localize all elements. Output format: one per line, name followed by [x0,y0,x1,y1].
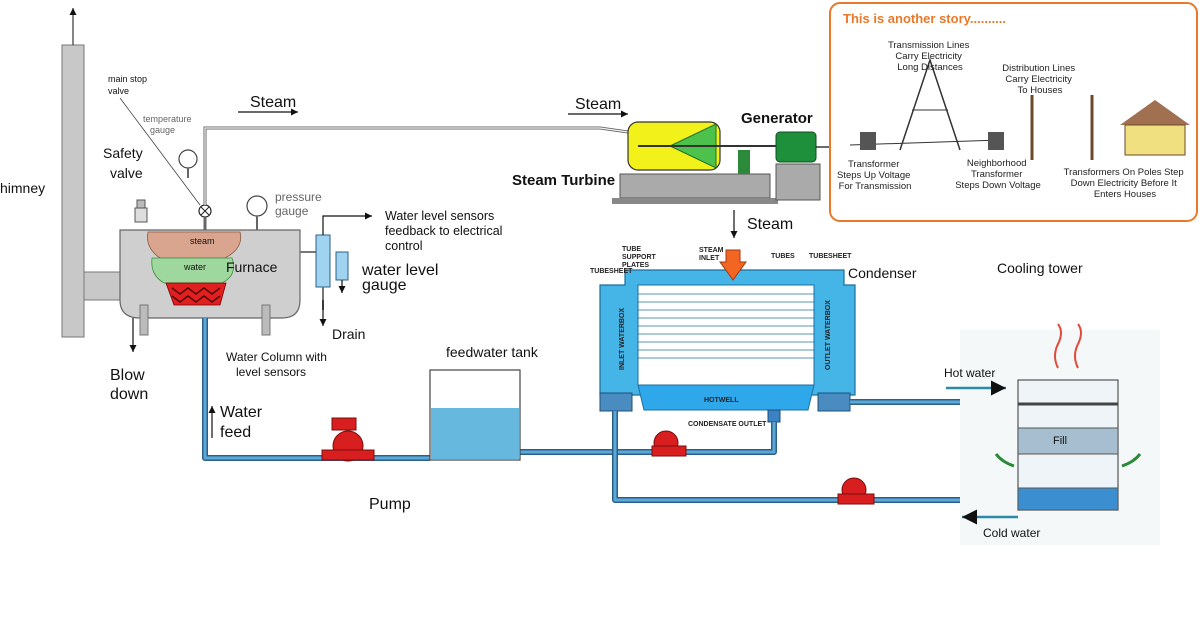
steam-turbine-label: Steam Turbine [512,172,615,189]
water-level-sensors-label: Water level sensors feedback to electric… [385,209,506,253]
steam-label-1: Steam [250,94,296,111]
steam-pipe [203,126,636,205]
hotwell-label: HOTWELL [704,397,739,404]
house-icon [1124,124,1186,156]
tubesheet-left-label: TUBESHEET [590,268,633,275]
water-feed-label: Water feed [220,404,267,441]
water-column [300,212,372,326]
temperature-gauge-icon [178,149,198,169]
cooling-tower [960,323,1160,545]
water-level-gauge-label: water level gauge [361,262,443,294]
chimney-label: himney [0,180,45,196]
generator-label: Generator [741,110,813,127]
temperature-gauge-label: temperature gauge [143,114,194,135]
steam-label-3: Steam [747,216,793,233]
tubesheet-right-label: TUBESHEET [809,253,852,260]
safety-valve-label: Safety valve [103,145,147,181]
step-up-transformer-label: Transformer Steps Up Voltage For Transmi… [837,159,913,192]
water-zone-label: water [183,262,206,272]
feedwater-pump [321,417,375,462]
main-stop-valve-label: main stop valve [108,74,150,96]
condenser-label: Condenser [848,265,917,281]
chimney [61,8,85,338]
drain-label: Drain [332,326,365,342]
hot-water-label: Hot water [944,366,995,380]
neighborhood-transformer-icon [988,132,1004,150]
boiler [83,149,301,352]
steam-inlet-label: STEAM INLET [699,247,725,262]
story-title: This is another story.......... [843,11,1006,26]
furnace-label: Furnace [226,259,278,275]
fill-section [1017,427,1119,455]
blow-down-label: Blow down [110,367,149,403]
condensate-outlet-label: CONDENSATE OUTLET [688,421,767,428]
pump-label: Pump [369,496,411,513]
cooling-tower-label: Cooling tower [997,260,1083,276]
tubes-label: TUBES [771,253,795,260]
condenser-tubes [638,293,814,359]
steam-inlet-arrow [719,249,747,281]
pole-transformers-label: Transformers On Poles Step Down Electric… [1064,167,1187,200]
water-column-label: Water Column with level sensors [226,350,330,379]
steam-turbine [612,121,790,204]
feedwater-tank-label: feedwater tank [446,344,539,360]
cooling-pump [837,477,875,505]
fill-label: Fill [1053,435,1067,447]
neighborhood-transformer-label: Neighborhood Transformer Steps Down Volt… [955,158,1041,191]
condensate-pump [651,430,687,457]
transmission-story-panel [829,2,1198,222]
steam-zone-label: steam [190,236,215,246]
generator [775,131,850,201]
pressure-gauge-label: pressure gauge [275,190,325,218]
transmission-tower-icon [899,57,961,151]
transmission-lines-label: Transmission Lines Carry Electricity Lon… [888,40,972,73]
outlet-waterbox-label: OUTLET WATERBOX [825,300,832,370]
feedwater-tank [429,369,521,461]
step-up-transformer-icon [860,132,876,150]
condenser [599,249,856,423]
hotwell-water [637,384,815,411]
pressure-gauge-icon [246,195,268,217]
inlet-waterbox-label: INLET WATERBOX [619,308,626,370]
water-level-gauge-glass [335,251,349,281]
tube-support-plates-label: TUBE SUPPORT PLATES [622,246,658,269]
cold-water-label: Cold water [983,526,1040,540]
distribution-lines-label: Distribution Lines Carry Electricity To … [1002,63,1078,96]
steam-label-2: Steam [575,96,621,113]
